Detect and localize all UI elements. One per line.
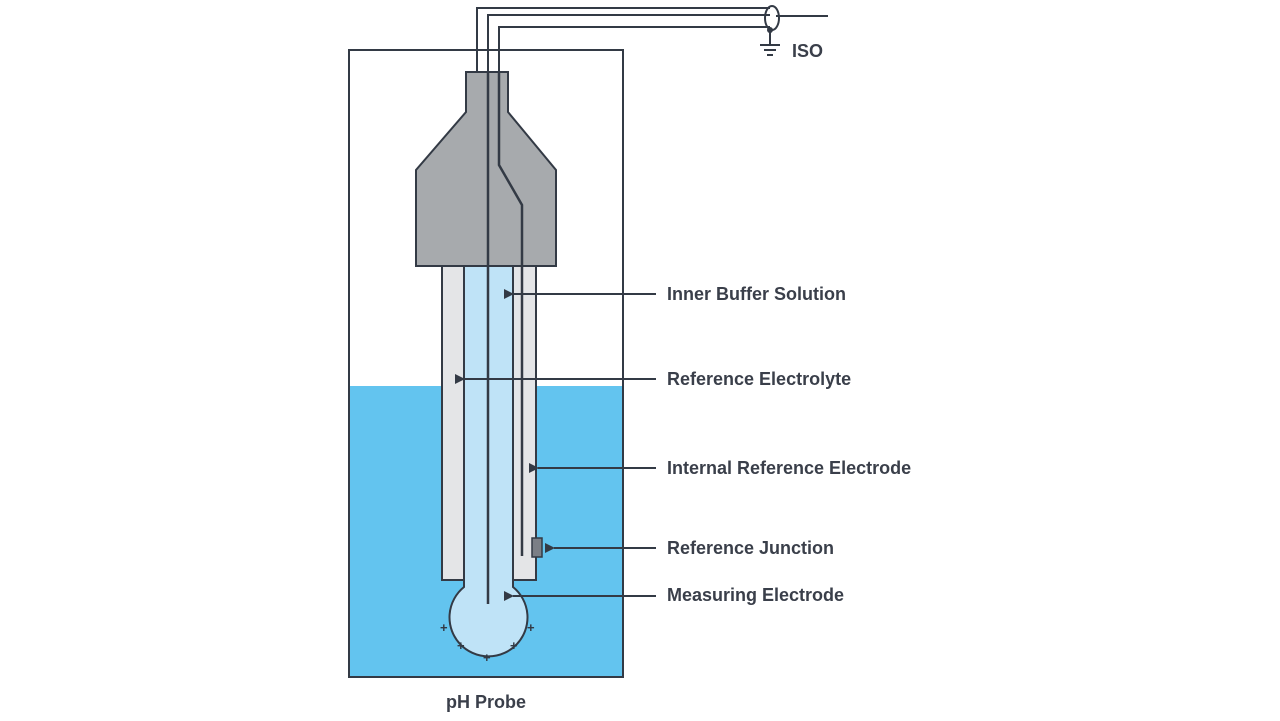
internal-reference-electrode-label: Internal Reference Electrode: [667, 458, 912, 478]
ground-icon: [760, 27, 780, 56]
cable-shield: [764, 5, 780, 31]
inner-buffer-solution-label: Inner Buffer Solution: [667, 284, 846, 304]
charge-symbol: +: [440, 620, 448, 635]
charge-symbol: +: [510, 638, 518, 653]
reference-junction-label: Reference Junction: [667, 538, 835, 558]
internal-reference-electrode-wire: [497, 72, 524, 556]
charge-symbol: +: [483, 650, 491, 665]
cable-wire-reference: [498, 26, 770, 72]
diagram-caption: pH Probe: [446, 692, 527, 712]
reference-junction: [531, 537, 543, 558]
charge-symbol: +: [457, 638, 465, 653]
iso-label: ISO: [792, 41, 824, 61]
charge-symbol: +: [527, 620, 535, 635]
probe-cap: [415, 71, 557, 267]
reference-electrolyte-label: Reference Electrolyte: [667, 369, 852, 389]
measuring-electrode-label: Measuring Electrode: [667, 585, 845, 605]
cable-wire-outer: [476, 7, 770, 72]
beaker: [348, 49, 624, 678]
cable-wire-inner: [487, 14, 770, 72]
